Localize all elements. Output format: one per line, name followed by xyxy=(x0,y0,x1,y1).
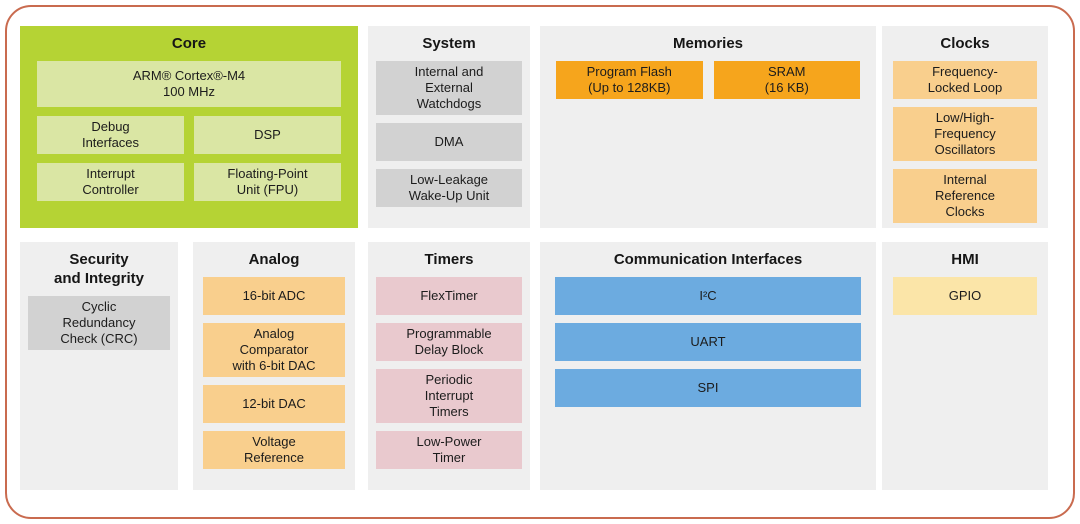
block: Internal Reference Clocks xyxy=(893,169,1037,223)
block: GPIO xyxy=(893,277,1037,315)
hmi-blocks: GPIO xyxy=(893,277,1037,315)
block: Cyclic Redundancy Check (CRC) xyxy=(28,296,170,350)
block: Floating-Point Unit (FPU) xyxy=(194,163,341,201)
panel-memories-title: Memories xyxy=(672,35,744,52)
block: Programmable Delay Block xyxy=(376,323,522,361)
panel-communication-interfaces: Communication Interfaces I²C UART SPI xyxy=(540,242,876,490)
panel-analog: Analog 16-bit ADC Analog Comparator with … xyxy=(193,242,355,490)
block: Low/High- Frequency Oscillators xyxy=(893,107,1037,161)
block: Analog Comparator with 6-bit DAC xyxy=(203,323,345,377)
block: SRAM (16 KB) xyxy=(713,61,860,99)
block: FlexTimer xyxy=(376,277,522,315)
panel-core-title: Core xyxy=(171,35,207,52)
panel-analog-title: Analog xyxy=(248,251,300,268)
comm-blocks: I²C UART SPI xyxy=(555,277,861,407)
block-arm-cortex-m4: ARM® Cortex®-M4 100 MHz xyxy=(37,61,341,107)
block: Voltage Reference xyxy=(203,431,345,469)
block: Low-Leakage Wake-Up Unit xyxy=(376,169,522,207)
block: Debug Interfaces xyxy=(37,116,184,154)
panel-security-title: Security and Integrity xyxy=(53,251,144,287)
block: Frequency- Locked Loop xyxy=(893,61,1037,99)
panel-clocks-title: Clocks xyxy=(940,35,990,52)
block: Internal and External Watchdogs xyxy=(376,61,522,115)
block: DMA xyxy=(376,123,522,161)
block: Low-Power Timer xyxy=(376,431,522,469)
block: Interrupt Controller xyxy=(37,163,184,201)
security-blocks: Cyclic Redundancy Check (CRC) xyxy=(28,296,170,350)
panel-core: Core ARM® Cortex®-M4 100 MHz Debug Inter… xyxy=(20,26,358,228)
panel-comm-title: Communication Interfaces xyxy=(613,251,803,268)
panel-security-and-integrity: Security and Integrity Cyclic Redundancy… xyxy=(20,242,178,490)
core-sub-blocks: Debug Interfaces DSP Interrupt Controller F… xyxy=(37,116,341,201)
panel-hmi-title: HMI xyxy=(951,251,979,268)
block: I²C xyxy=(555,277,861,315)
block: SPI xyxy=(555,369,861,407)
panel-memories: Memories Program Flash (Up to 128KB) SRAM… xyxy=(540,26,876,228)
block: 12-bit DAC xyxy=(203,385,345,423)
block: 16-bit ADC xyxy=(203,277,345,315)
block: UART xyxy=(555,323,861,361)
block: Program Flash (Up to 128KB) xyxy=(556,61,703,99)
memories-blocks: Program Flash (Up to 128KB) SRAM (16 KB) xyxy=(556,61,860,99)
analog-blocks: 16-bit ADC Analog Comparator with 6-bit D… xyxy=(203,277,345,469)
block: Periodic Interrupt Timers xyxy=(376,369,522,423)
panel-timers-title: Timers xyxy=(424,251,474,268)
panel-hmi: HMI GPIO xyxy=(882,242,1048,490)
panel-system-title: System xyxy=(422,35,476,52)
block: DSP xyxy=(194,116,341,154)
